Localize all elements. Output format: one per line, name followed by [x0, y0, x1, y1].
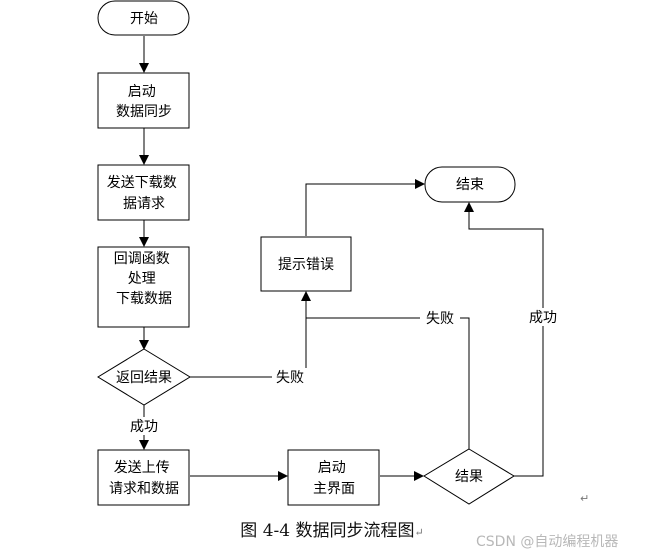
- node-main-ui-label: 启动 主界面: [313, 460, 355, 497]
- node-callback-label: 回调函数 处理 下载数据: [114, 251, 174, 307]
- node-download-req-box: [97, 164, 190, 221]
- edge-result-success-to-end: [464, 202, 544, 477]
- node-return-result-label: 返回结果: [116, 370, 172, 386]
- node-start-label: 开始: [130, 11, 158, 27]
- node-error-tip-label: 提示错误: [278, 257, 334, 273]
- node-return-result-decision: [97, 348, 191, 406]
- edge-label-result-success: 成功: [529, 310, 557, 326]
- node-start-terminal: [97, 0, 190, 36]
- edge-label-return-fail: 失败: [276, 370, 304, 386]
- edge-label-return-success: 成功: [130, 419, 158, 435]
- node-main-ui-box: [287, 449, 380, 506]
- node-callback-box: [97, 246, 190, 328]
- node-upload-req-label: 发送上传 请求和数据: [109, 460, 179, 497]
- node-upload-req-box: [97, 449, 190, 506]
- node-download-req-label: 发送下载数 据请求: [107, 175, 181, 212]
- node-end-label: 结束: [456, 177, 484, 193]
- node-sync-box: [97, 72, 190, 129]
- node-sync-label: 启动 数据同步: [116, 84, 172, 120]
- figure-caption: 图 4-4 数据同步流程图↵: [0, 516, 664, 541]
- edge-label-result-fail: 失败: [426, 311, 454, 327]
- flowchart-canvas: 开始 启动 数据同步 发送下载数 据请求 回调函数 处理 下载数据 返回结果 发…: [97, 0, 557, 506]
- node-result-label: 结果: [455, 469, 483, 485]
- node-end-terminal: [424, 166, 516, 203]
- paragraph-return-mark-icon: ↵: [580, 492, 590, 505]
- node-error-tip-box: [260, 236, 352, 292]
- edge-error-to-end: [305, 179, 425, 236]
- return-mark-icon: ↵: [414, 526, 424, 539]
- node-result-decision: [423, 448, 515, 505]
- figure-caption-text: 图 4-4 数据同步流程图: [240, 521, 415, 541]
- edge-result-fail-to-error: [306, 317, 470, 451]
- csdn-watermark: CSDN @自动编程机器: [476, 534, 619, 550]
- edge-return-fail-to-error: [190, 291, 311, 378]
